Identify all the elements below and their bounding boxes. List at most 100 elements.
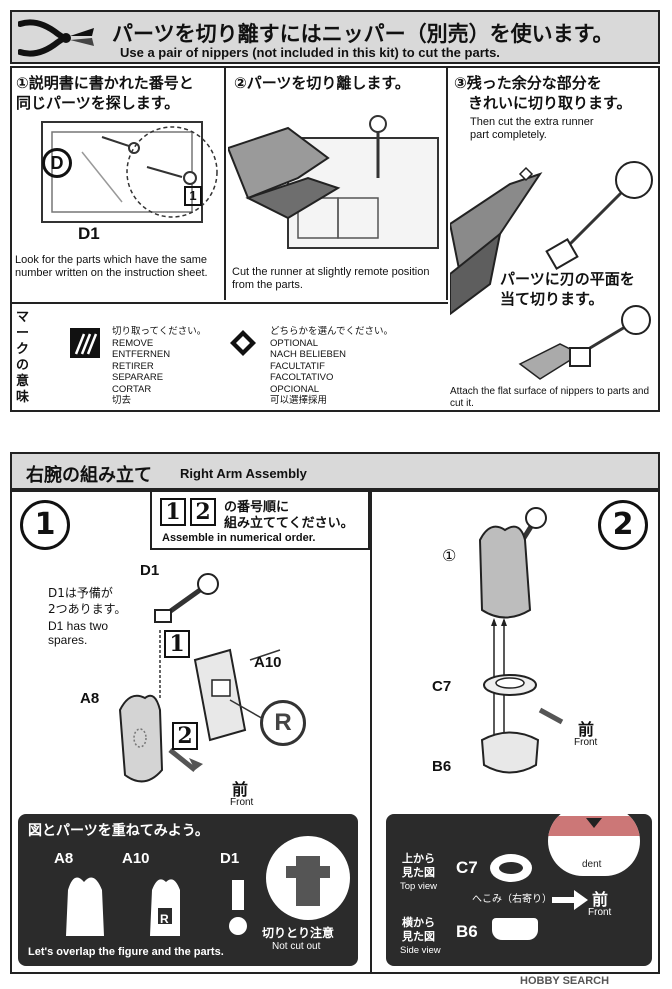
header-title-en: Use a pair of nippers (not included in t…	[120, 45, 500, 60]
top-view-en: Top view	[400, 881, 437, 892]
side-view-jp-1: 横から	[402, 916, 435, 929]
remove-item: SEPARARE	[112, 372, 164, 383]
step2-panel: ②パーツを切り離します。 Cut the runner at slightly …	[228, 68, 448, 300]
remove-item: ENTFERNEN	[112, 349, 171, 360]
remove-item: RETIRER	[112, 360, 154, 372]
overlap-a8: A8	[54, 850, 74, 867]
overlap-footer: Let's overlap the figure and the parts.	[28, 946, 224, 958]
assembly-title-en: Right Arm Assembly	[180, 466, 307, 481]
c7-top-shape	[490, 854, 532, 882]
view-c7: C7	[456, 858, 478, 877]
step1-part-label: D1	[78, 224, 100, 243]
order-num-1: 1	[160, 498, 186, 526]
b6-side-shape	[492, 918, 538, 940]
forearm-illustration	[478, 507, 564, 774]
optional-item: NACH BELIEBEN	[270, 349, 347, 360]
order-jp-2: 組み立ててください。	[224, 516, 354, 531]
remove-list: 切り取ってください。 REMOVE ENTFERNEN RETIRER SEPA…	[112, 326, 206, 407]
view-front-jp: 前	[592, 890, 609, 909]
d1-note-jp-2: 2つあります。	[48, 602, 127, 616]
assembly-sub-1: 1	[164, 630, 190, 658]
step3-panel: ③残った余分な部分を きれいに切り取ります。 Then cut the extr…	[450, 68, 658, 410]
assembly-divider	[370, 490, 372, 974]
dent-jp: へこみ（右寄り）	[472, 894, 552, 905]
assembly-header: 右腕の組み立て Right Arm Assembly	[10, 452, 660, 490]
marks-heading: マークの意味	[16, 310, 30, 405]
watermark: HOBBY SEARCH	[520, 975, 610, 987]
badge-1: 1	[184, 186, 202, 206]
step1-text-en: Look for the parts which have the same n…	[15, 254, 208, 279]
remove-item: 切り取ってください。	[112, 326, 207, 337]
step3-sub-jp-2: 当て切ります。	[500, 290, 604, 308]
nipper-icon	[17, 16, 98, 60]
assembly-sub-2: 2	[172, 722, 198, 750]
overlap-a10: A10	[122, 850, 150, 867]
assembly-step-1: 1	[20, 500, 70, 550]
optional-item: どちらかを選んでください。	[270, 326, 394, 337]
order-num-2: 2	[190, 498, 216, 526]
remove-item: 切去	[112, 395, 132, 406]
overlap-shapes	[66, 877, 247, 936]
remove-item: REMOVE	[112, 337, 154, 349]
step1-panel: ①説明書に書かれた番号と 同じパーツを探します。 D 1 D1 Look for…	[12, 68, 226, 300]
optional-item: OPCIONAL	[270, 383, 320, 395]
view-panel: 上から 見た図 Top view C7 へこみ（右寄り） dent 前 Fron…	[386, 806, 652, 966]
step1-text-jp-2: 同じパーツを探します。	[16, 94, 180, 112]
overlap-r: R	[160, 912, 169, 926]
dent-circle	[548, 806, 640, 876]
c7-label: C7	[432, 678, 452, 695]
r-marker: R	[260, 700, 306, 746]
header-title-jp: パーツを切り離すにはニッパー（別売）を使います。	[112, 22, 614, 46]
assembly-step-2: 2	[598, 500, 648, 550]
order-en: Assemble in numerical order.	[162, 532, 316, 544]
front2-en: Front	[574, 737, 598, 748]
side-view-en: Side view	[400, 945, 441, 956]
a10-label: A10	[254, 654, 282, 671]
header-bar: パーツを切り離すにはニッパー（別売）を使います。 Use a pair of n…	[10, 10, 660, 64]
view-b6: B6	[456, 922, 478, 941]
caution-jp: 切りとり注意	[262, 926, 335, 940]
top-view-jp-2: 見た図	[402, 866, 435, 879]
b6-label: B6	[432, 758, 452, 775]
marks-panel: マークの意味 切り取ってください。 REMOVE ENTFERNEN RETIR…	[12, 302, 448, 410]
runner-illustration	[41, 121, 218, 223]
step3-text-jp-2: きれいに切り取ります。	[468, 94, 632, 112]
optional-item: FACULTATIF	[270, 360, 325, 372]
step2-text-en: Cut the runner at slightly remote positi…	[232, 266, 430, 291]
trim-illustration	[450, 161, 653, 316]
side-view-jp-2: 見た図	[402, 930, 435, 943]
view-front-en: Front	[588, 907, 612, 918]
d1-note-en-2: spares.	[48, 633, 88, 647]
cutting-illustration	[228, 115, 439, 249]
arm-assembly-illustration	[118, 573, 281, 783]
optional-item: FACOLTATIVO	[270, 372, 334, 383]
step2-text-jp: ②パーツを切り離します。	[234, 74, 410, 92]
dent-en: dent	[582, 859, 602, 870]
order-jp-1: の番号順に	[224, 500, 290, 515]
a8-label: A8	[80, 690, 100, 707]
front2-jp: 前	[578, 720, 595, 739]
assembly-title-jp: 右腕の組み立て	[26, 465, 152, 486]
caution-en: Not cut out	[272, 941, 321, 952]
step1-text-jp-1: ①説明書に書かれた番号と	[16, 74, 194, 92]
step3-text-en: Then cut the extra runner part completel…	[470, 116, 594, 141]
top-view-jp-1: 上から	[402, 852, 435, 865]
d1-note-en-1: D1 has two	[48, 619, 109, 633]
optional-item: 可以選擇採用	[270, 395, 328, 406]
caution-circle	[266, 836, 350, 920]
front-arrow-icon	[552, 890, 588, 910]
front-en: Front	[230, 797, 254, 808]
overlap-d1: D1	[220, 850, 240, 867]
overlap-panel: 図とパーツを重ねてみよう。 A8 A10 D1 R 切りとり注意 Not cut…	[18, 814, 358, 966]
d1-label: D1	[140, 562, 160, 579]
optional-list: どちらかを選んでください。 OPTIONAL NACH BELIEBEN FAC…	[270, 326, 393, 407]
step3-text-jp-1: ③残った余分な部分を	[454, 74, 602, 92]
order-callout: 1 2 の番号順に 組み立ててください。 Assemble in numeric…	[150, 492, 370, 550]
optional-item: OPTIONAL	[270, 337, 319, 349]
d1-note-jp-1: D1は予備が	[48, 586, 113, 600]
step3-sub-jp-1: パーツに刃の平面を	[500, 270, 635, 288]
optional-icon	[228, 328, 258, 358]
badge-d: D	[42, 148, 72, 178]
remove-icon	[70, 328, 100, 358]
step3-sub-en: Attach the flat surface of nippers to pa…	[450, 386, 650, 409]
